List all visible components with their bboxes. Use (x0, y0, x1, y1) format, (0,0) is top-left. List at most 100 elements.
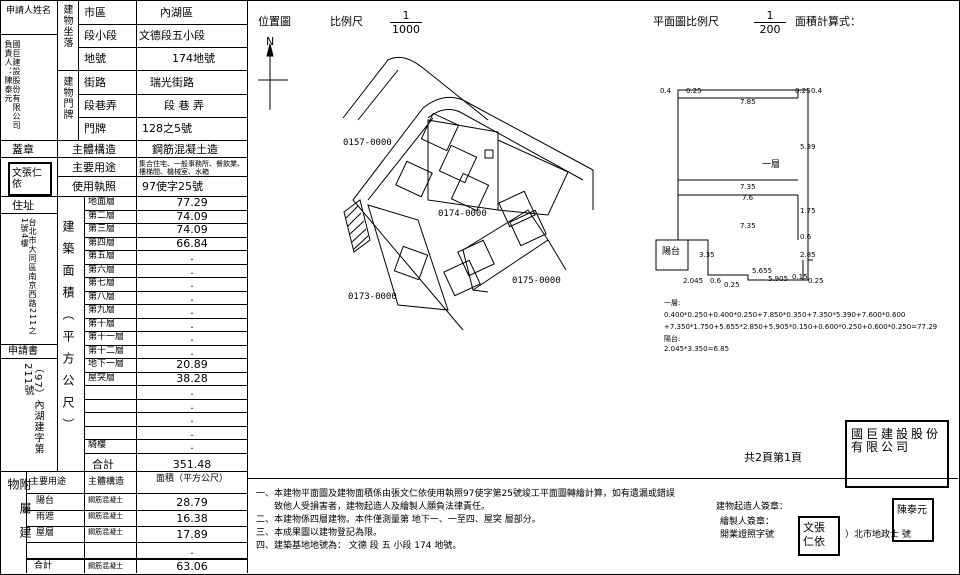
license-value: ）北市地政士 號 (845, 530, 911, 540)
dim-10: 0.6 (800, 233, 812, 241)
floor-area: 77.29 (176, 196, 208, 209)
annex-structure: 鋼筋混凝土 (88, 528, 123, 536)
dim-11: 2.85 (800, 251, 816, 259)
annex-area: 16.38 (176, 512, 208, 525)
floor-area: . (190, 263, 194, 277)
note-line: 一、本建物平面圖及建物面積係由張文仁依使用執照97使字第25號竣工平面圖轉繪計算… (256, 489, 675, 499)
dim-6: 7.35 (740, 183, 756, 191)
room-label-first-floor: 一層 (762, 160, 781, 170)
floor-area: 74.09 (176, 223, 208, 236)
dim-1: 0.25 (686, 87, 702, 95)
permit-value: 97使字25號 (142, 180, 203, 193)
note-line: 二、本建物係四層建物。本件僅測量第 地下一、一至四、屋突 層部分。 (256, 515, 541, 525)
site-scale-den: 1000 (392, 23, 420, 36)
applicant-name: 國巨建設股份有限公司 負責人：陳泰元 (4, 40, 21, 130)
main-use-label: 主要用途 (72, 161, 116, 174)
note-line: 三、本成果圖以建物登記為限。 (256, 528, 383, 538)
site-plan-title: 位置圖 (258, 15, 291, 28)
floor-name: 第四層 (88, 237, 116, 248)
floor-area: 38.28 (176, 371, 208, 385)
drafter-seal-label: 繪製人簽章： (720, 517, 775, 527)
floor-name: 地下一層 (88, 359, 125, 369)
annex-area-header: 面積（平方公尺） (155, 474, 228, 484)
floor-scale-den: 200 (759, 23, 781, 36)
note-line: 四、建築基地地號為： 文德 段 五 小段 174 地號。 (256, 541, 462, 551)
lot-value: 174地號 (172, 52, 215, 65)
parcel-0157: 0157-0000 (343, 138, 392, 148)
annex-total-structure: 鋼筋混凝土 (88, 562, 123, 570)
dim-12: 3.35 (699, 251, 715, 259)
dim-14: 0.6 (710, 277, 722, 285)
floor-area: . (190, 344, 194, 358)
parcel-0175: 0175-0000 (512, 276, 561, 286)
section-value: 文德段五小段 (139, 29, 205, 42)
hatched-subject-lot (343, 199, 371, 253)
floor-area: . (190, 439, 194, 452)
dim-15: 0.25 (724, 281, 740, 289)
balcony-label: 陽台 (662, 247, 681, 257)
floor-name: 地面層 (88, 197, 116, 207)
page-info: 共2頁第1頁 (744, 451, 802, 464)
annex-structure: 鋼筋混凝土 (88, 512, 123, 520)
floor-name: 第八層 (88, 291, 116, 302)
main-use-value: 集合住宅、一般事務所、餐飲業、樓梯間、機械室、水箱 (139, 160, 244, 176)
annex-structure-header: 主體構造 (88, 477, 125, 487)
floor-name: 第二層 (88, 210, 116, 221)
floor-name: 第五層 (88, 251, 116, 261)
dim-5: 5.39 (800, 143, 816, 151)
dim-8: 1.75 (800, 207, 816, 215)
application-value: （97）內湖建字第211號 (22, 363, 43, 455)
floor-scale-num: 1 (766, 9, 774, 22)
floor-area: 20.89 (176, 358, 208, 371)
formula-1a: 0.400*0.250+0.400*0.250+7.850*0.350+7.35… (664, 311, 906, 319)
floor-name: 第六層 (88, 264, 116, 275)
parcel-0173: 0173-0000 (348, 292, 397, 302)
location-label: 建物坐落 (61, 4, 72, 48)
floor-area: . (190, 425, 194, 439)
dim-19: 0.25 (808, 277, 824, 285)
district-value: 內湖區 (160, 6, 193, 19)
annex-use-header: 主要用途 (30, 477, 67, 487)
dim-13: 2.045 (683, 277, 704, 285)
main-structure-value: 鋼筋混凝土造 (152, 143, 218, 156)
floor-name: 騎樓 (88, 440, 107, 450)
person-seal-stamp: 陳泰元 (892, 498, 934, 542)
door-label: 建物門牌 (61, 76, 72, 120)
floor-name: 第三層 (88, 224, 116, 234)
area-calc-label: 面積計算式： (795, 15, 861, 28)
north-arrow-label: N (266, 35, 275, 48)
application-label: 申請書 (8, 346, 38, 357)
parcel-0174: 0174-0000 (438, 209, 487, 219)
seal-label: 蓋章 (12, 143, 34, 156)
floor-area: . (190, 331, 194, 344)
address-value: 台北市大同區南京西路211之1號4樓 (20, 218, 37, 336)
address-label: 住址 (12, 199, 34, 212)
floor-area: 74.09 (176, 209, 208, 223)
annex-area: 28.79 (176, 496, 208, 509)
annex-use: 雨遮 (36, 512, 55, 522)
floor-area: . (190, 290, 194, 304)
license-label: 開業證照字號 (720, 530, 775, 540)
building-footprints (393, 112, 547, 297)
lane-label: 段巷弄 (84, 99, 117, 112)
owner-seal-label: 建物起造人簽章： (716, 502, 789, 512)
floor-area: . (190, 250, 194, 263)
annex-total-value: 63.06 (176, 560, 208, 573)
site-scale-label: 比例尺 (330, 15, 363, 28)
total-value: 351.48 (172, 458, 212, 471)
annex-area: . (190, 544, 194, 557)
floor-name: 第十層 (88, 318, 116, 329)
lane-value: 段 巷 弄 (164, 99, 204, 112)
site-plan-drawing (258, 43, 594, 331)
annex-use: 陽台 (36, 496, 55, 506)
total-label: 合計 (92, 458, 114, 471)
door-number-label: 門牌 (84, 122, 106, 135)
formula-2: 2.045*3.350=6.85 (664, 345, 730, 353)
applicant-label: 申請人姓名 (6, 6, 52, 16)
annex-total-label: 合計 (34, 561, 53, 571)
floor-plan-drawing (655, 89, 813, 281)
drafter-seal-stamp: 文張仁依 (798, 516, 840, 556)
floor-name: 第十一層 (88, 332, 125, 342)
floor-area: . (190, 304, 194, 317)
formula-1b: +7.350*1.750+5.655*2.850+5.905*0.150+0.6… (664, 323, 938, 331)
